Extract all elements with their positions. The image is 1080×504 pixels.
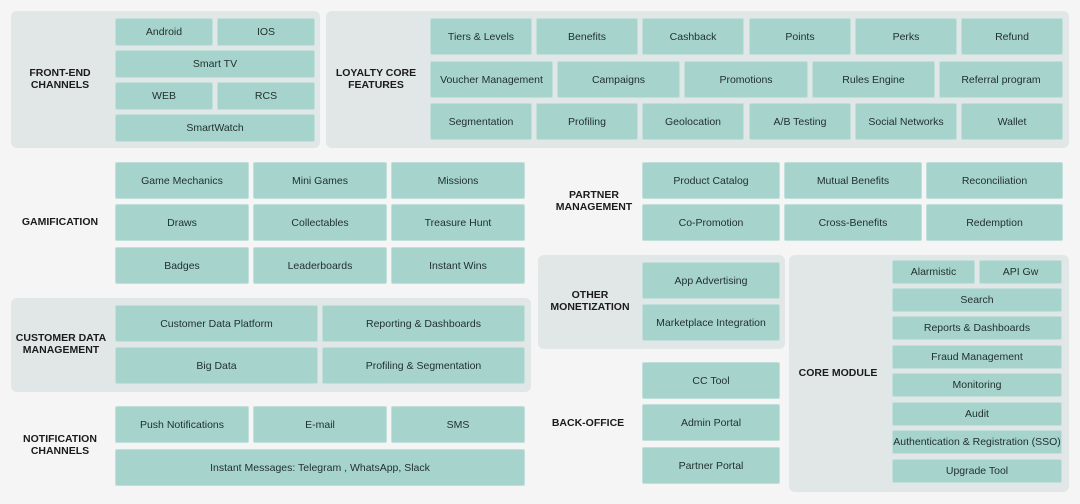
gamification-missions: Missions <box>391 162 525 199</box>
core-authentication-registration: Authentication & Registration (SSO) <box>892 430 1062 454</box>
backoffice-cc-tool: CC Tool <box>642 362 780 399</box>
customer-big-data: Big Data <box>115 347 318 384</box>
loyalty-refund: Refund <box>961 18 1063 55</box>
customer-data-platform: Customer Data Platform <box>115 305 318 342</box>
gamification-instant-wins: Instant Wins <box>391 247 525 284</box>
backoffice-admin-portal: Admin Portal <box>642 404 780 441</box>
customer-data-title: CUSTOMER DATA MANAGEMENT <box>15 332 107 356</box>
partner-mutual-benefits: Mutual Benefits <box>784 162 922 199</box>
loyalty-core-title: LOYALTY CORE FEATURES <box>335 67 417 91</box>
frontend-rcs: RCS <box>217 82 315 110</box>
notification-instant-messages: Instant Messages: Telegram , WhatsApp, S… <box>115 449 525 486</box>
gamification-collectables: Collectables <box>253 204 387 241</box>
customer-reporting-dashboards: Reporting & Dashboards <box>322 305 525 342</box>
loyalty-segmentation: Segmentation <box>430 103 532 140</box>
partner-product-catalog: Product Catalog <box>642 162 780 199</box>
loyalty-social-networks: Social Networks <box>855 103 957 140</box>
core-module-title: CORE MODULE <box>798 367 878 379</box>
frontend-ios: IOS <box>217 18 315 46</box>
core-upgrade-tool: Upgrade Tool <box>892 459 1062 483</box>
partner-management-title: PARTNER MANAGEMENT <box>555 189 633 213</box>
frontend-smartwatch: SmartWatch <box>115 114 315 142</box>
monetization-app-advertising: App Advertising <box>642 262 780 299</box>
core-alarmistic: Alarmistic <box>892 260 975 284</box>
loyalty-rules-engine: Rules Engine <box>812 61 935 98</box>
loyalty-geolocation: Geolocation <box>642 103 744 140</box>
gamification-game-mechanics: Game Mechanics <box>115 162 249 199</box>
core-monitoring: Monitoring <box>892 373 1062 397</box>
core-api-gw: API Gw <box>979 260 1062 284</box>
loyalty-benefits: Benefits <box>536 18 638 55</box>
notification-email: E-mail <box>253 406 387 443</box>
core-search: Search <box>892 288 1062 312</box>
loyalty-tiers-levels: Tiers & Levels <box>430 18 532 55</box>
customer-profiling-segmentation: Profiling & Segmentation <box>322 347 525 384</box>
loyalty-cashback: Cashback <box>642 18 744 55</box>
loyalty-profiling: Profiling <box>536 103 638 140</box>
gamification-mini-games: Mini Games <box>253 162 387 199</box>
back-office-title: BACK-OFFICE <box>551 417 625 429</box>
frontend-web: WEB <box>115 82 213 110</box>
gamification-treasure-hunt: Treasure Hunt <box>391 204 525 241</box>
gamification-badges: Badges <box>115 247 249 284</box>
core-fraud-management: Fraud Management <box>892 345 1062 369</box>
core-audit: Audit <box>892 402 1062 426</box>
backoffice-partner-portal: Partner Portal <box>642 447 780 484</box>
notification-channels-title: NOTIFICATION CHANNELS <box>23 433 97 457</box>
gamification-leaderboards: Leaderboards <box>253 247 387 284</box>
loyalty-points: Points <box>749 18 851 55</box>
core-reports-dashboards: Reports & Dashboards <box>892 316 1062 340</box>
loyalty-campaigns: Campaigns <box>557 61 680 98</box>
gamification-title: GAMIFICATION <box>21 216 99 228</box>
partner-cross-benefits: Cross-Benefits <box>784 204 922 241</box>
other-monetization-title: OTHER MONETIZATION <box>550 289 630 313</box>
loyalty-voucher-management: Voucher Management <box>430 61 553 98</box>
frontend-channels-title: FRONT-END CHANNELS <box>29 67 91 91</box>
partner-redemption: Redemption <box>926 204 1063 241</box>
frontend-smart-tv: Smart TV <box>115 50 315 78</box>
partner-reconciliation: Reconciliation <box>926 162 1063 199</box>
loyalty-referral-program: Referral program <box>939 61 1063 98</box>
gamification-draws: Draws <box>115 204 249 241</box>
notification-sms: SMS <box>391 406 525 443</box>
loyalty-ab-testing: A/B Testing <box>749 103 851 140</box>
loyalty-promotions: Promotions <box>684 61 808 98</box>
loyalty-wallet: Wallet <box>961 103 1063 140</box>
frontend-android: Android <box>115 18 213 46</box>
partner-co-promotion: Co-Promotion <box>642 204 780 241</box>
notification-push: Push Notifications <box>115 406 249 443</box>
monetization-marketplace-integration: Marketplace Integration <box>642 304 780 341</box>
loyalty-perks: Perks <box>855 18 957 55</box>
